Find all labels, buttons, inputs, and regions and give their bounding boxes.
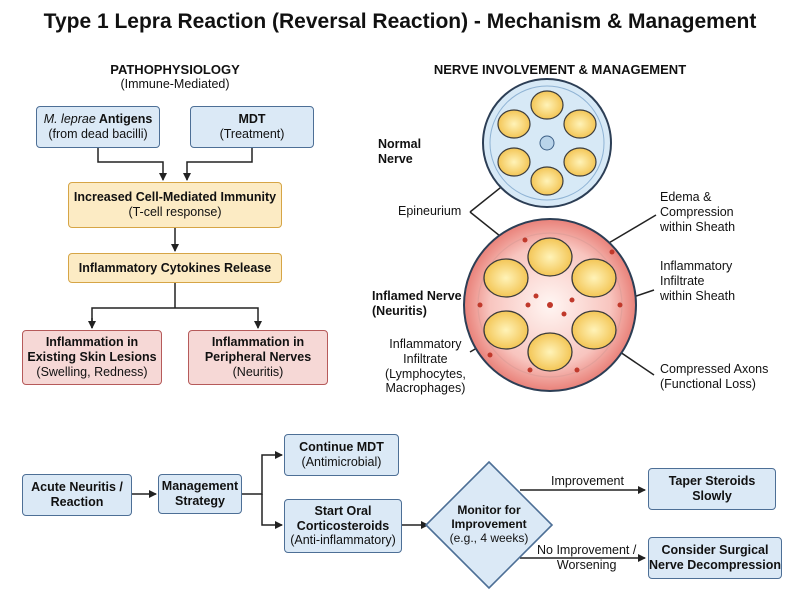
epineurium-label: Epineurium	[398, 204, 462, 218]
edema-label: Edema & Compression within Sheath	[660, 190, 735, 234]
continue-mdt-title: Continue MDT	[299, 440, 384, 455]
nerve-heading: NERVE INVOLVEMENT & MANAGEMENT	[433, 62, 687, 77]
taper-steroids-box: Taper Steroids Slowly	[648, 468, 776, 510]
cytokines-box: Inflammatory Cytokines Release	[68, 253, 282, 283]
steroids-box: Start Oral Corticosteroids (Anti-inflamm…	[284, 499, 402, 553]
mdt-sub: (Treatment)	[219, 127, 285, 141]
monitor-diamond	[424, 460, 554, 590]
monitor-label-2: Improvement	[451, 516, 527, 531]
antigens-bold: Antigens	[95, 112, 153, 127]
cmi-sub: (T-cell response)	[128, 205, 222, 219]
nerve-sub: (Neuritis)	[232, 364, 284, 379]
axons-label-1: Compressed Axons	[660, 362, 769, 376]
cmi-box: Increased Cell-Mediated Immunity (T-cell…	[68, 182, 282, 228]
no-improvement-label: No Improvement / Worsening	[537, 543, 636, 573]
acute-label-2: Reaction	[50, 495, 104, 509]
improvement-label: Improvement	[551, 474, 624, 488]
taper-label-2: Slowly	[692, 489, 732, 503]
pathophysiology-subheading: (Immune-Mediated)	[120, 77, 230, 91]
nerve-inflammation-box: Inflammation in Peripheral Nerves (Neuri…	[188, 330, 328, 385]
acute-neuritis-box: Acute Neuritis / Reaction	[22, 474, 132, 516]
infiltrate-right-label: Inflammatory Infiltrate within Sheath	[660, 259, 735, 303]
no-improvement-label-2: Worsening	[556, 557, 617, 572]
axons-label-2: (Functional Loss)	[660, 376, 756, 391]
pointer-edema	[601, 214, 657, 248]
antigens-italic: M. leprae	[43, 112, 96, 127]
continue-mdt-box: Continue MDT (Antimicrobial)	[284, 434, 399, 476]
cytokines-title: Inflammatory Cytokines Release	[78, 260, 272, 275]
mdt-box: MDT (Treatment)	[190, 106, 314, 148]
inflamed-fascicles	[483, 237, 617, 372]
monitor-diamond-text: Monitor for Improvement (e.g., 4 weeks)	[436, 503, 542, 545]
normal-nerve-label-2: Nerve	[378, 151, 413, 166]
antigens-sub: (from dead bacilli)	[48, 127, 148, 141]
edema-label-3: within Sheath	[660, 219, 736, 234]
inflamed-nerve-label-1: Inflamed Nerve	[372, 289, 462, 303]
steroids-label-2: Corticosteroids	[296, 518, 390, 533]
arrow-antigens-to-cmi	[97, 148, 167, 181]
strategy-label-1: Management	[161, 479, 239, 494]
infiltrate-right-label-2: Infiltrate	[660, 273, 705, 288]
monitor-sub: (e.g., 4 weeks)	[449, 530, 529, 545]
surgery-label-1: Consider Surgical	[661, 543, 769, 558]
normal-nerve-section	[482, 78, 612, 208]
nerve-title-1: Inflammation in	[211, 335, 305, 350]
antigens-box: M. leprae Antigens (from dead bacilli)	[36, 106, 160, 148]
skin-title-1: Inflammation in	[45, 335, 139, 350]
strategy-box: Management Strategy	[158, 474, 242, 514]
skin-inflammation-box: Inflammation in Existing Skin Lesions (S…	[22, 330, 162, 385]
strategy-label-2: Strategy	[174, 494, 226, 508]
arrow-strategy-to-steroids	[261, 494, 283, 529]
infiltrate-left-label-3: (Lymphocytes,	[385, 366, 466, 381]
infiltrate-left-label: Inflammatory Infiltrate (Lymphocytes, Ma…	[385, 337, 466, 396]
infiltrate-left-label-1: Inflammatory	[389, 337, 462, 351]
no-improvement-label-1: No Improvement /	[537, 543, 637, 557]
infiltrate-right-label-3: within Sheath	[660, 288, 736, 303]
arrow-strategy-branch	[242, 451, 283, 495]
infiltrate-right-label-1: Inflammatory	[660, 259, 733, 273]
continue-mdt-sub: (Antimicrobial)	[301, 455, 382, 469]
cmi-title: Increased Cell-Mediated Immunity	[73, 190, 277, 205]
skin-sub: (Swelling, Redness)	[36, 364, 148, 379]
edema-label-2: Compression	[660, 204, 734, 219]
acute-label-1: Acute Neuritis /	[31, 480, 123, 495]
axons-label: Compressed Axons (Functional Loss)	[660, 362, 768, 392]
steroids-label-1: Start Oral	[314, 503, 372, 518]
normal-nerve-label-1: Normal	[378, 137, 422, 151]
pathophysiology-heading: PATHOPHYSIOLOGY	[110, 62, 240, 77]
normal-fascicles	[497, 90, 597, 196]
surgery-box: Consider Surgical Nerve Decompression	[648, 537, 782, 579]
mdt-title: MDT	[238, 112, 266, 127]
skin-title-2: Existing Skin Lesions	[27, 350, 157, 365]
taper-label-1: Taper Steroids	[668, 474, 756, 489]
arrow-mdt-to-cmi	[183, 148, 253, 181]
infiltrate-left-label-4: Macrophages)	[385, 381, 466, 396]
edema-label-1: Edema &	[660, 190, 712, 204]
diagram-title: Type 1 Lepra Reaction (Reversal Reaction…	[43, 10, 757, 33]
infiltrate-dots	[477, 237, 623, 373]
inflamed-nerve-section	[463, 218, 637, 392]
infiltrate-left-label-2: Infiltrate	[403, 351, 448, 366]
nerve-title-2: Peripheral Nerves	[204, 350, 312, 365]
inflamed-nerve-label: Inflamed Nerve (Neuritis)	[372, 289, 462, 319]
surgery-label-2: Nerve Decompression	[649, 558, 782, 572]
normal-nerve-label: Normal Nerve	[378, 137, 421, 167]
monitor-label-1: Monitor for	[457, 503, 521, 517]
inflamed-nerve-label-2: (Neuritis)	[372, 303, 427, 318]
steroids-sub: (Anti-inflammatory)	[290, 533, 396, 548]
